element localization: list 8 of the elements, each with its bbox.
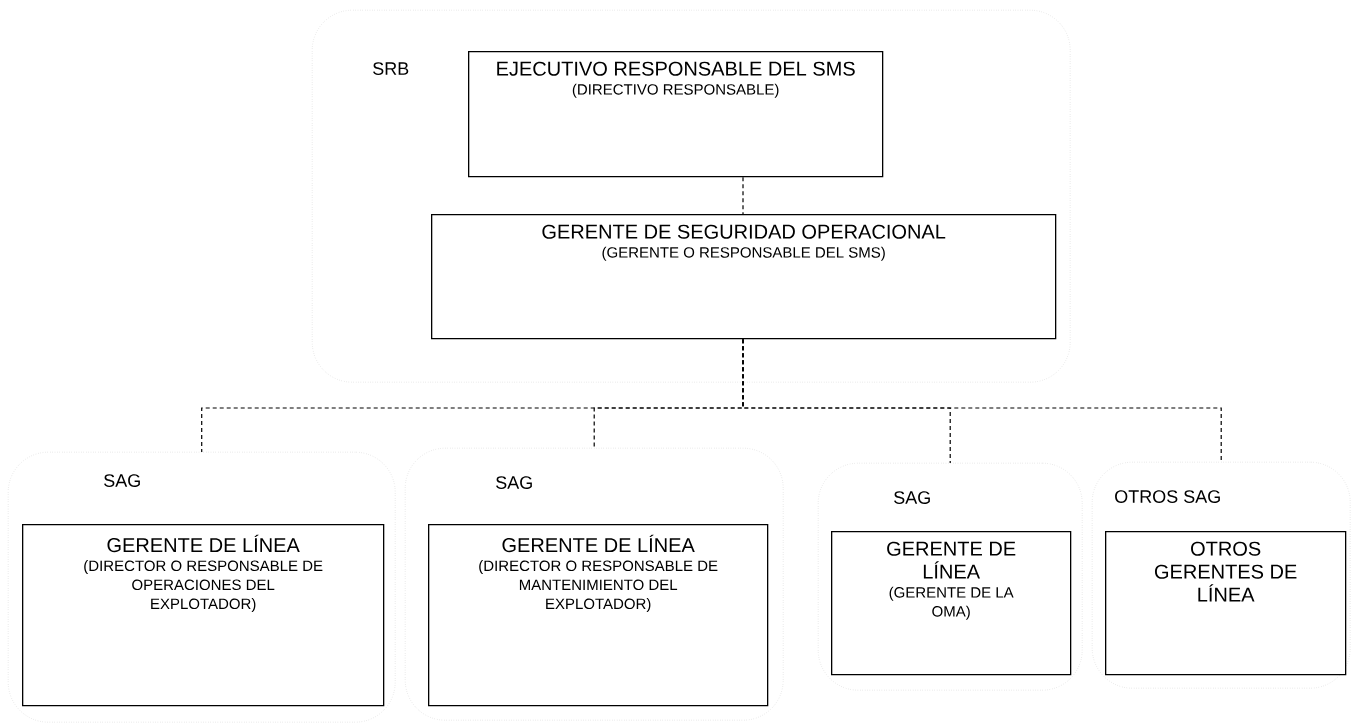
position-box: EJECUTIVO RESPONSABLE DEL SMS (DIRECTIVO RESPONSABLE) [468, 51, 884, 178]
position-box: OTROS GERENTES DE LÍNEA [1105, 531, 1347, 676]
position-box: GERENTE DE LÍNEA (DIRECTOR O RESPONSABLE DE MANTENIMIENTO DEL EXPLOTADOR) [428, 524, 769, 707]
connector-line [742, 176, 744, 215]
position-box: GERENTE DE SEGURIDAD OPERACIONAL (GERENTE O RESPONSABLE DEL SMS) [431, 214, 1057, 340]
position-box: GERENTE DE LÍNEA (GERENTE DE LA OMA) [831, 531, 1072, 676]
position-box: GERENTE DE LÍNEA (DIRECTOR O RESPONSABLE DE OPERACIONES DEL EXPLOTADOR) [22, 524, 385, 707]
connector-line [742, 338, 1222, 463]
